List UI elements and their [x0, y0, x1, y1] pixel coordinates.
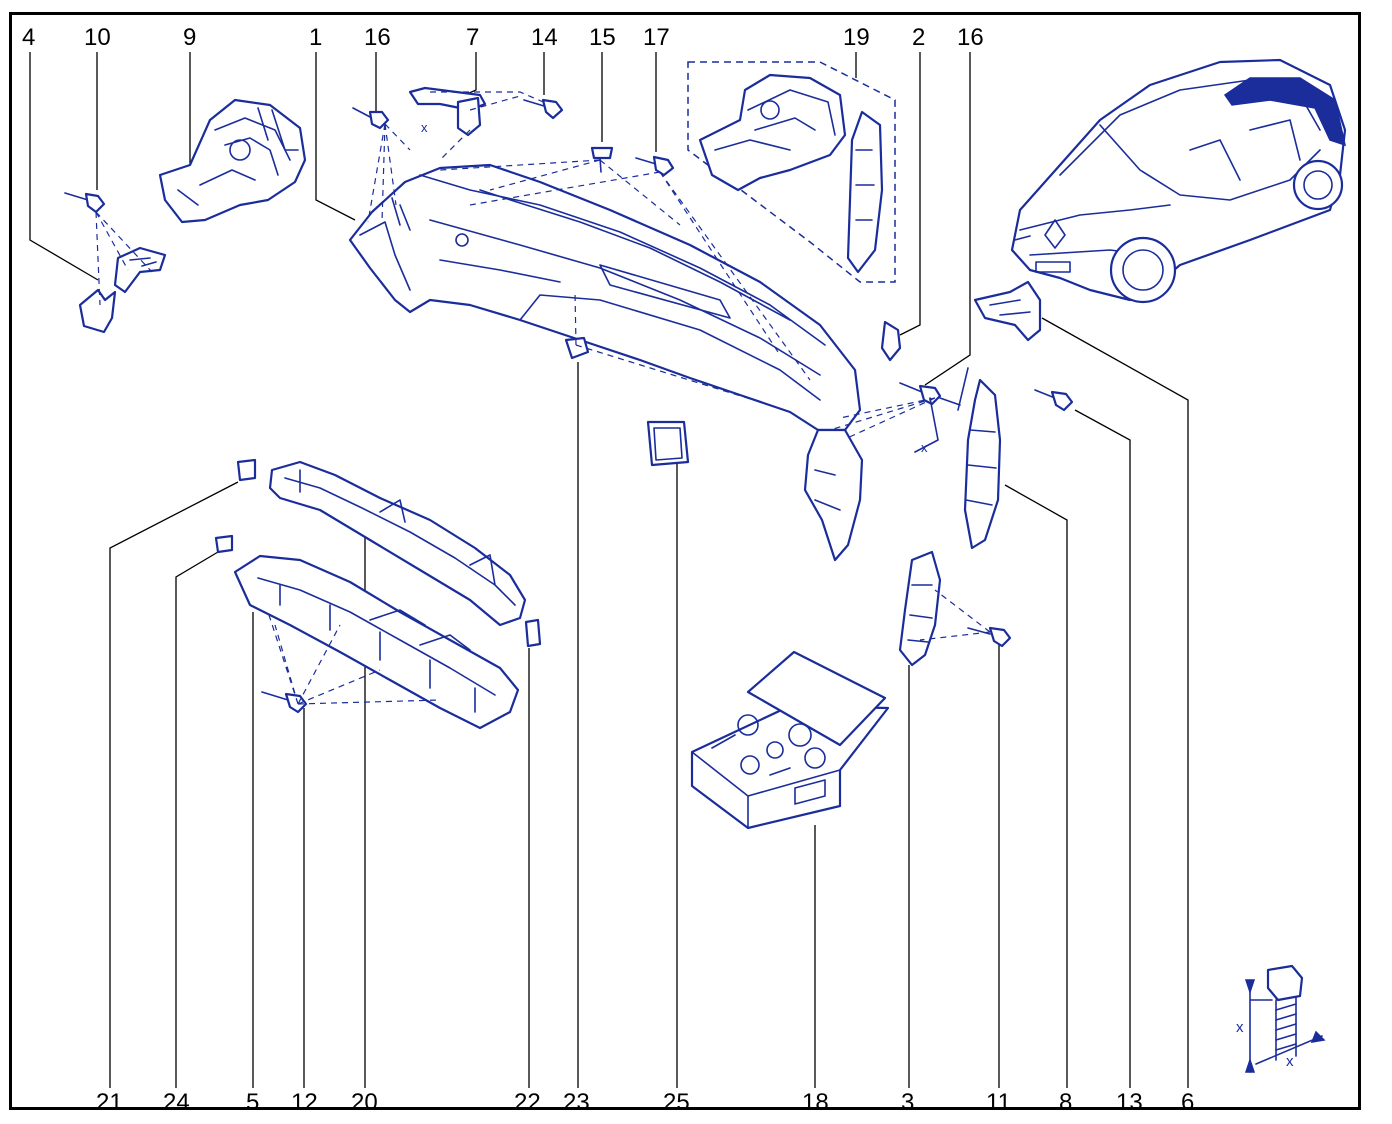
part-4-bracket	[78, 211, 167, 334]
callout-3: 3	[901, 1089, 914, 1116]
leader-16-right	[924, 52, 971, 386]
legend-x-vertical: x	[1236, 1019, 1244, 1036]
screw-dimension-legend: x x	[1236, 964, 1326, 1073]
legend-x-diagonal: x	[1286, 1053, 1294, 1070]
callout-7: 7	[466, 24, 479, 51]
part-16-screw-right: x	[809, 367, 969, 456]
part-2-clip	[880, 320, 902, 362]
part-1-bumper-skin	[348, 163, 862, 432]
callout-18: 18	[802, 1089, 829, 1116]
callout-25: 25	[663, 1089, 690, 1116]
part-11-screw	[967, 626, 1012, 648]
leader-13	[1074, 409, 1131, 1088]
part-18-parts-box	[690, 650, 890, 830]
callout-22: 22	[514, 1089, 541, 1116]
part-20-absorber-upper	[268, 460, 527, 627]
part-7-bracket	[408, 86, 549, 161]
callout-16: 16	[364, 24, 391, 51]
part-12-screw	[261, 611, 441, 714]
part-9-left-bracket	[158, 98, 307, 224]
part-21-clip	[236, 458, 257, 482]
part-5-absorber-lower	[233, 554, 520, 730]
callout-labels: 4 10 9 1 16 7 14 15 17 19 2 16 21 24 5 1…	[22, 24, 1194, 1116]
callout-16-right: 16	[957, 24, 984, 51]
leader-24	[175, 551, 219, 1088]
leader-21	[109, 481, 239, 1088]
dimension-x-right: x	[921, 440, 928, 455]
part-14-screw	[523, 98, 564, 120]
part-25-pad	[646, 420, 690, 467]
leader-6	[1041, 317, 1189, 1088]
callout-11: 11	[986, 1089, 1011, 1116]
callout-8: 8	[1059, 1089, 1072, 1116]
callout-17: 17	[643, 24, 670, 51]
part-17-screw	[469, 155, 811, 381]
callout-5: 5	[246, 1089, 259, 1116]
leader-2	[899, 52, 921, 336]
callout-2: 2	[912, 24, 925, 51]
callout-14: 14	[531, 24, 558, 51]
callout-12: 12	[291, 1089, 318, 1116]
vehicle-illustration	[1010, 58, 1347, 304]
part-19-bracket-set	[687, 61, 896, 283]
part-13-screw	[1034, 389, 1074, 412]
part-8-right-bracket	[963, 378, 1002, 550]
callout-9: 9	[183, 24, 196, 51]
dimension-x-top: x	[421, 120, 428, 135]
leader-7	[457, 52, 477, 99]
callout-23: 23	[563, 1089, 590, 1116]
leader-lines	[29, 52, 1189, 1088]
callout-21: 21	[96, 1089, 123, 1116]
callout-15: 15	[589, 24, 616, 51]
callout-4: 4	[22, 24, 35, 51]
part-16-screw-top: x	[352, 107, 428, 223]
part-1-bumper-side-lower	[803, 428, 864, 562]
part-24-clip	[214, 534, 234, 554]
leader-1	[315, 52, 356, 221]
callout-1: 1	[309, 24, 322, 51]
part-15-clip	[439, 146, 681, 226]
callout-6: 6	[1181, 1089, 1194, 1116]
callout-24: 24	[163, 1089, 190, 1116]
part-6-corner-bracket	[973, 280, 1042, 342]
callout-13: 13	[1116, 1089, 1143, 1116]
part-22-clip	[524, 618, 542, 648]
callout-20: 20	[351, 1089, 378, 1116]
part-10-fastener	[64, 192, 106, 214]
callout-10: 10	[84, 24, 111, 51]
part-23-clip	[564, 291, 771, 406]
part-3-bracket	[898, 550, 991, 667]
callout-19: 19	[843, 24, 870, 51]
leader-8	[1004, 484, 1068, 1088]
leader-4	[29, 52, 99, 281]
